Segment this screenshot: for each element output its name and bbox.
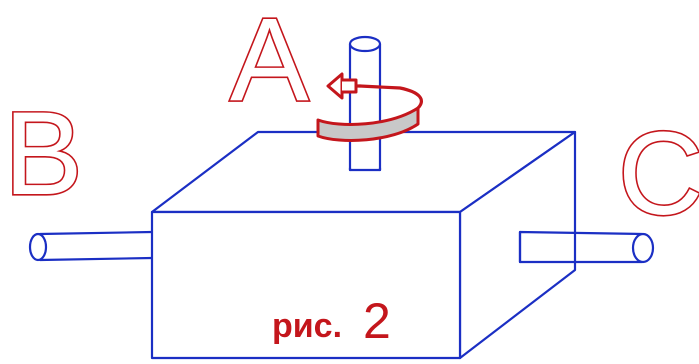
curved-rotation-arrow-icon: [316, 72, 423, 142]
caption-number: 2: [363, 293, 391, 349]
caption-word: рис.: [272, 307, 342, 345]
figure-caption: рис. 2: [272, 293, 391, 349]
box-body: [150, 130, 577, 360]
vertical-shaft: [348, 35, 382, 172]
label-a: A: [230, 0, 309, 126]
label-b: B: [4, 88, 83, 220]
box-front-face: [150, 210, 462, 360]
label-c: C: [618, 108, 699, 240]
right-shaft: [518, 230, 655, 264]
left-shaft: [28, 230, 154, 262]
